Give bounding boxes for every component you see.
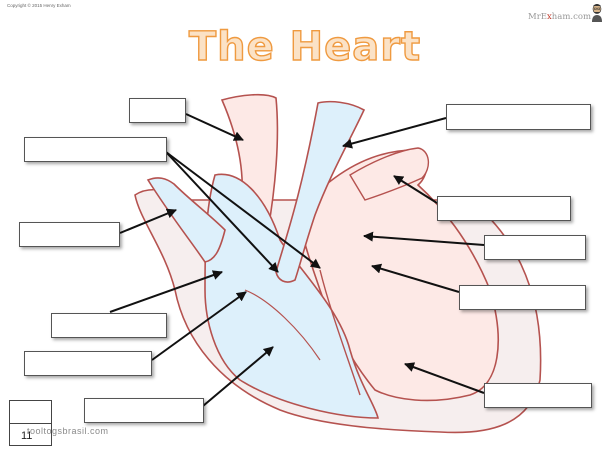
site-brand[interactable]: MrExham.com [528, 12, 591, 22]
brand-prefix: MrE [528, 12, 547, 22]
label-arrow [151, 291, 247, 361]
label-box-tricuspid-valve[interactable] [24, 351, 152, 376]
label-arrow [404, 362, 485, 394]
label-box-valves[interactable] [24, 137, 167, 162]
label-arrow [185, 113, 244, 141]
label-arrow [363, 231, 485, 246]
label-arrow [202, 346, 274, 407]
author-avatar-icon [592, 4, 602, 22]
label-box-aorta[interactable] [129, 98, 186, 123]
brand-accent: x [546, 12, 552, 22]
label-box-pulmonary-vein[interactable] [437, 196, 571, 221]
label-box-bicuspid-valve[interactable] [459, 285, 586, 310]
label-box-pulmonary-artery[interactable] [446, 104, 591, 130]
label-box-right-atrium[interactable] [51, 313, 167, 338]
label-arrow [371, 263, 460, 293]
page-title: The Heart [188, 23, 422, 70]
heart-shape [134, 93, 542, 434]
label-pointer-arrows [109, 113, 485, 407]
label-box-right-ventricle[interactable] [84, 398, 204, 423]
label-arrow [119, 208, 177, 234]
label-box-left-ventricle[interactable] [484, 383, 592, 408]
page-number-divider [9, 423, 52, 424]
label-arrow [342, 117, 447, 149]
label-box-left-atrium[interactable] [484, 235, 586, 260]
brand-suffix: ham.com [551, 12, 592, 22]
label-arrow [165, 151, 279, 273]
page-number: 11 [21, 430, 33, 442]
label-arrow [165, 151, 321, 269]
label-box-vena-cava[interactable] [19, 222, 120, 247]
watermark-text: tooltogsbrasil.com [27, 426, 109, 436]
label-arrow [393, 175, 438, 204]
label-arrow [109, 270, 223, 313]
copyright-notice: Copyright © 2015 Henry Exham [7, 3, 71, 8]
